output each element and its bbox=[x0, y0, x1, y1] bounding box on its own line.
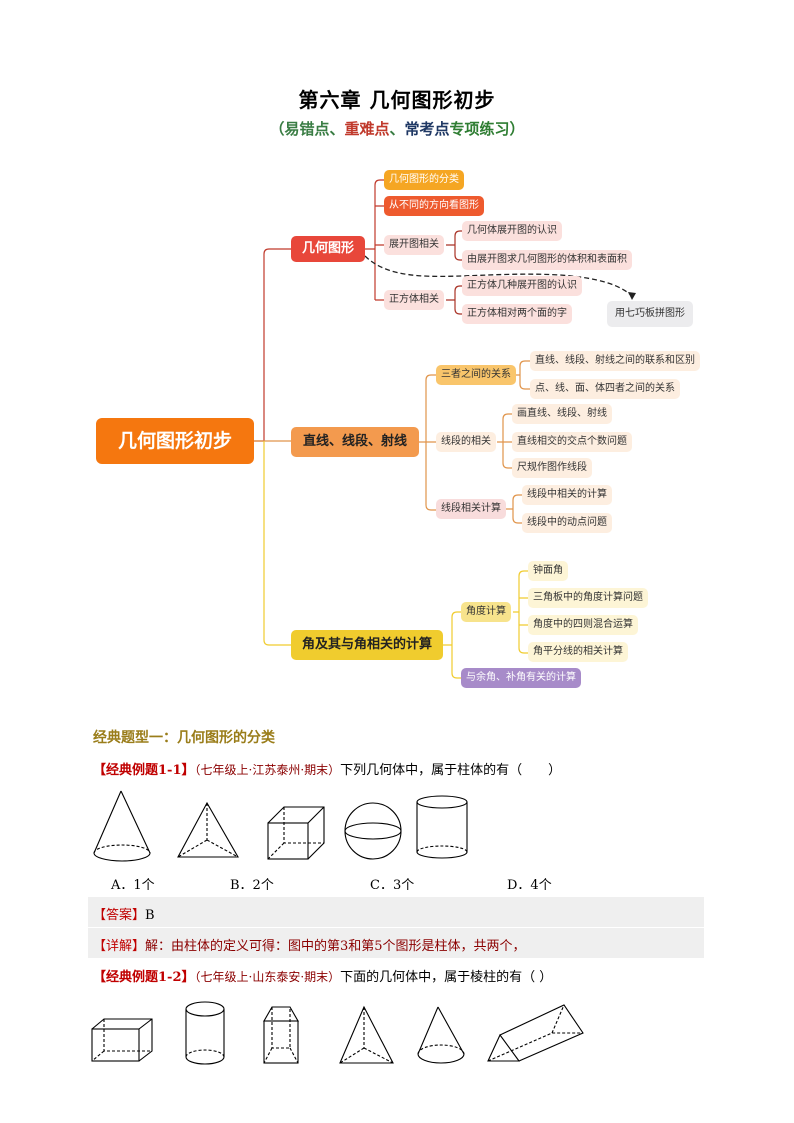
mindmap-leaf: 直线、线段、射线之间的联系和区别 bbox=[530, 351, 700, 371]
option-d[interactable]: D．4个 bbox=[507, 878, 552, 893]
question-2-figures bbox=[91, 1001, 584, 1065]
mindmap-root: 几何图形初步 bbox=[96, 418, 254, 464]
cone-figure bbox=[93, 790, 151, 862]
connector bbox=[263, 441, 291, 646]
mindmap-connectors bbox=[254, 179, 636, 679]
subtitle-part: （易错点 bbox=[269, 120, 330, 138]
mindmap-leaf: 由展开图求几何图形的体积和表面积 bbox=[462, 250, 632, 270]
detail-box bbox=[88, 928, 704, 958]
connector bbox=[446, 230, 462, 261]
subtitle-part: 专项练习） bbox=[449, 120, 525, 138]
cylinder-figure bbox=[416, 795, 468, 859]
mindmap-leaf: 直线相交的交点个数问题 bbox=[512, 432, 632, 452]
mindmap-node: 角度计算 bbox=[461, 602, 511, 622]
page-title: 第六章 几何图形初步 bbox=[298, 88, 496, 112]
mindmap-leaf: 正方体几种展开图的认识 bbox=[462, 276, 582, 296]
answer-box bbox=[88, 897, 704, 927]
option-a[interactable]: A．1个 bbox=[111, 878, 155, 893]
connector bbox=[514, 360, 530, 390]
triangular-prism-figure bbox=[487, 1004, 584, 1062]
triangular-pyramid-figure bbox=[177, 801, 239, 858]
question-tag: 【经典例题1-2】 bbox=[93, 970, 195, 985]
mindmap-node: 线段的相关 bbox=[436, 432, 496, 452]
mindmap-leaf: 画直线、线段、射线 bbox=[512, 404, 612, 424]
cube-figure bbox=[267, 806, 325, 860]
subtitle-part: 、 bbox=[329, 120, 345, 138]
subtitle-part: 、 bbox=[389, 120, 405, 138]
connector bbox=[419, 374, 436, 511]
mindmap-branch-geometric-figures: 几何图形 bbox=[291, 236, 365, 262]
answer-value: B bbox=[145, 908, 155, 923]
mindmap-leaf: 角平分线的相关计算 bbox=[528, 642, 628, 662]
sphere-figure bbox=[344, 802, 402, 860]
mindmap-leaf: 钟面角 bbox=[528, 561, 568, 581]
arrow-head bbox=[628, 292, 636, 300]
mindmap-node: 与余角、补角有关的计算 bbox=[461, 668, 581, 688]
mindmap-branch-angles: 角及其与角相关的计算 bbox=[291, 630, 443, 660]
question-source: （七年级上·江苏泰州·期末） bbox=[194, 763, 341, 777]
cylinder-figure bbox=[185, 1001, 225, 1065]
connector bbox=[513, 570, 528, 654]
question-text: 下列几何体中，属于柱体的有（ ） bbox=[340, 763, 562, 778]
mindmap-leaf: 尺规作图作线段 bbox=[512, 458, 592, 478]
section-title: 经典题型一：几何图形的分类 bbox=[93, 730, 275, 746]
detail-text: 解：由柱体的定义可得：图中的第3和第5个图形是柱体，共两个， bbox=[145, 939, 526, 954]
mindmap-leaf: 几何体展开图的认识 bbox=[462, 221, 562, 241]
connector bbox=[365, 179, 384, 301]
mindmap-node: 几何图形的分类 bbox=[384, 170, 464, 190]
mindmap-branch-lines: 直线、线段、射线 bbox=[291, 427, 419, 457]
answer-tag: 【答案】 bbox=[93, 908, 146, 923]
mindmap-node: 正方体相关 bbox=[384, 290, 444, 310]
cuboid-figure bbox=[91, 1018, 153, 1062]
mindmap-leaf: 点、线、面、体四者之间的关系 bbox=[530, 379, 680, 399]
mindmap-node: 三者之间的关系 bbox=[436, 365, 516, 385]
cone-figure bbox=[417, 1006, 465, 1064]
connector bbox=[446, 285, 462, 315]
mindmap-leaf: 三角板中的角度计算问题 bbox=[528, 588, 648, 608]
mindmap-leaf: 线段中相关的计算 bbox=[522, 485, 612, 505]
connector bbox=[254, 248, 291, 442]
question-1-stem: 【经典例题1-1】（七年级上·江苏泰州·期末）下列几何体中，属于柱体的有（ ） bbox=[93, 759, 561, 778]
question-text: 下面的几何体中，属于棱柱的有（ ） bbox=[340, 970, 553, 985]
mindmap-leaf: 角度中的四则混合运算 bbox=[528, 615, 638, 635]
mindmap-node: 从不同的方向看图形 bbox=[384, 196, 484, 216]
connector bbox=[443, 611, 461, 679]
mindmap-node: 线段相关计算 bbox=[436, 499, 506, 519]
prism-figure bbox=[263, 1006, 299, 1064]
dashed-arrow bbox=[364, 255, 633, 297]
question-1-figures bbox=[93, 790, 468, 862]
answer-line: 【答案】B bbox=[93, 904, 155, 923]
connector bbox=[497, 413, 512, 469]
detail-tag: 【详解】 bbox=[93, 939, 146, 954]
mindmap-node: 展开图相关 bbox=[384, 235, 444, 255]
connector bbox=[506, 494, 522, 524]
question-source: （七年级上·山东泰安·期末） bbox=[194, 970, 341, 984]
option-c[interactable]: C．3个 bbox=[370, 878, 415, 893]
triangular-pyramid-figure bbox=[339, 1005, 394, 1064]
option-b[interactable]: B．2个 bbox=[230, 878, 274, 893]
question-tag: 【经典例题1-1】 bbox=[93, 763, 195, 778]
question-2-stem: 【经典例题1-2】（七年级上·山东泰安·期末）下面的几何体中，属于棱柱的有（ ） bbox=[93, 966, 552, 985]
mindmap-floating-node: 用七巧板拼图形 bbox=[607, 301, 693, 327]
mindmap-leaf: 正方体相对两个面的字 bbox=[462, 304, 572, 324]
mindmap-leaf: 线段中的动点问题 bbox=[522, 513, 612, 533]
page-subtitle: （易错点、重难点、常考点专项练习） bbox=[0, 118, 794, 139]
subtitle-part: 重难点 bbox=[344, 120, 390, 138]
subtitle-part: 常考点 bbox=[404, 120, 450, 138]
detail-line: 【详解】解：由柱体的定义可得：图中的第3和第5个图形是柱体，共两个， bbox=[93, 935, 526, 954]
